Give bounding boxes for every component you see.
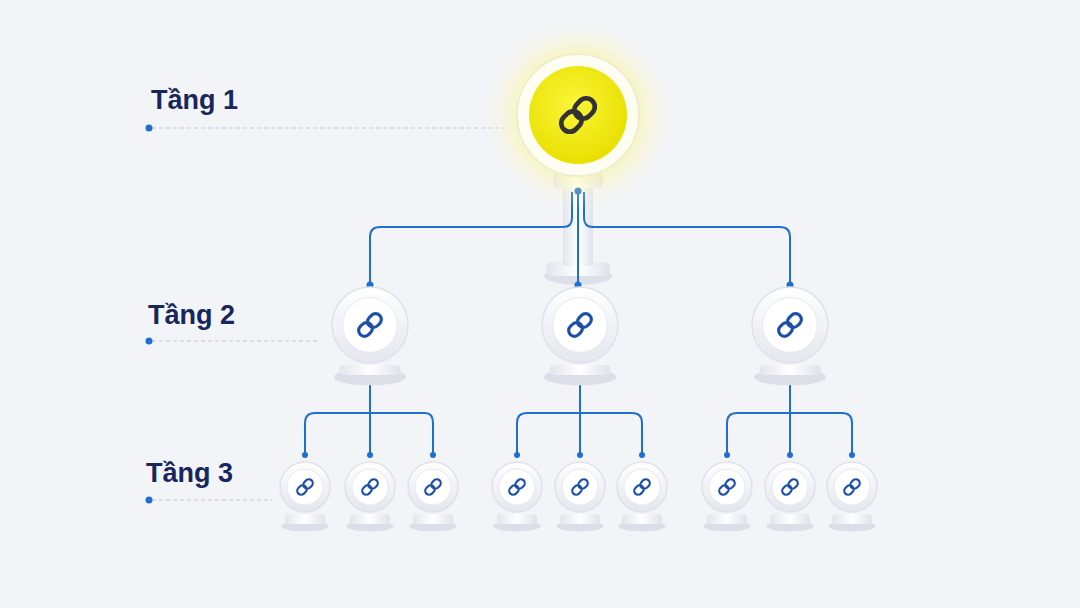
node-face — [343, 298, 398, 353]
link-icon — [424, 478, 443, 497]
wire-dots — [302, 188, 855, 459]
node-disc — [408, 462, 458, 512]
link-node — [752, 287, 828, 385]
node-base — [550, 365, 611, 375]
node-base — [560, 514, 600, 524]
link-icon — [781, 478, 800, 497]
node-face — [772, 469, 808, 505]
node-base — [285, 514, 325, 524]
node-face — [352, 469, 388, 505]
node-face — [834, 469, 870, 505]
node-base — [350, 514, 390, 524]
node-base — [707, 514, 747, 524]
link-icon — [296, 478, 315, 497]
node-disc — [752, 287, 828, 363]
link-node — [617, 462, 667, 532]
node-disc — [827, 462, 877, 512]
node-disc — [617, 462, 667, 512]
link-icon — [718, 478, 737, 497]
node-face — [553, 298, 608, 353]
node-base — [413, 514, 453, 524]
link-icon — [776, 311, 803, 338]
link-node — [827, 462, 877, 532]
node-face — [624, 469, 660, 505]
node-disc — [542, 287, 618, 363]
node-disc — [492, 462, 542, 512]
link-nodes — [280, 287, 877, 532]
link-node — [280, 462, 330, 532]
node-face — [415, 469, 451, 505]
node-base — [770, 514, 810, 524]
node-face — [709, 469, 745, 505]
link-icon — [843, 478, 862, 497]
tier-label: Tầng 3 — [146, 459, 233, 489]
tier-label: Tầng 1 — [151, 86, 238, 116]
connector-wires — [305, 192, 852, 455]
link-node — [555, 462, 605, 532]
link-node — [702, 462, 752, 532]
link-node — [332, 287, 408, 385]
link-node — [345, 462, 395, 532]
node-disc — [332, 287, 408, 363]
node-face — [562, 469, 598, 505]
link-icon — [361, 478, 380, 497]
link-node — [542, 287, 618, 385]
node-disc — [702, 462, 752, 512]
node-disc — [555, 462, 605, 512]
link-node — [492, 462, 542, 532]
tier-label: Tầng 2 — [148, 301, 235, 331]
node-disc — [280, 462, 330, 512]
node-base — [760, 365, 821, 375]
top-link-node — [483, 20, 673, 210]
link-icon — [508, 478, 527, 497]
node-face — [287, 469, 323, 505]
node-base — [497, 514, 537, 524]
link-icon — [571, 478, 590, 497]
link-node — [765, 462, 815, 532]
link-icon — [356, 311, 383, 338]
link-icon — [633, 478, 652, 497]
node-disc — [345, 462, 395, 512]
node-base — [340, 365, 401, 375]
node-face — [499, 469, 535, 505]
node-base — [832, 514, 872, 524]
node-disc — [765, 462, 815, 512]
link-icon — [566, 311, 593, 338]
link-node — [408, 462, 458, 532]
node-base — [622, 514, 662, 524]
node-face — [763, 298, 818, 353]
